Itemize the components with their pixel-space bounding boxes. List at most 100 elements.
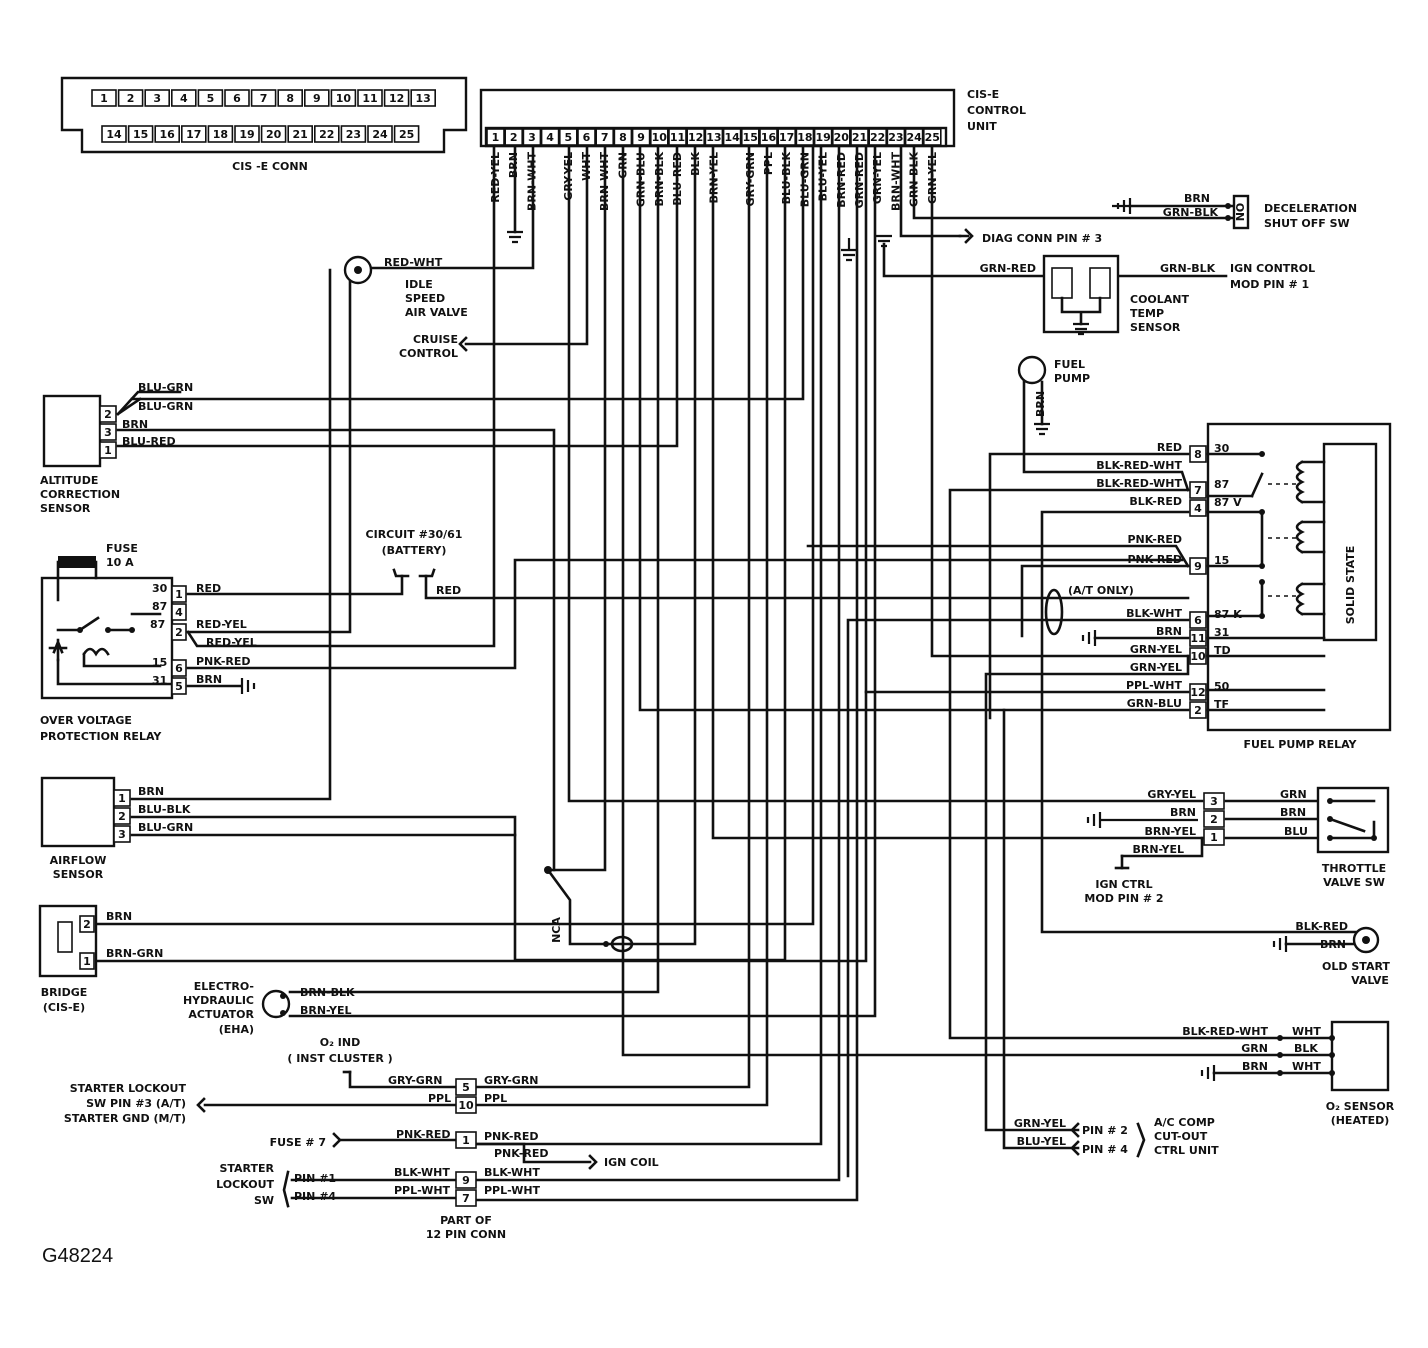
c12-pin-7-label: 7 xyxy=(462,1192,470,1205)
c12-left-1: GRY-GRN xyxy=(388,1074,443,1087)
wire-harness xyxy=(96,144,1358,1202)
cu-wire-label-1: RED-YEL xyxy=(489,152,502,203)
fpr-term-2: 87 xyxy=(1214,478,1229,491)
c12-right-2: PPL xyxy=(484,1092,507,1105)
cis-pin-8: 8 xyxy=(277,89,304,107)
cis-pin-24-label: 24 xyxy=(372,128,388,141)
circuit-wire: RED xyxy=(436,584,461,597)
coolant-ign-1: IGN CONTROL xyxy=(1230,262,1315,275)
cis-pin-5: 5 xyxy=(197,89,224,107)
coolant-label-3: SENSOR xyxy=(1130,321,1181,334)
cis-pin-15: 15 xyxy=(127,125,154,143)
bridge-wire-1: BRN xyxy=(106,910,132,923)
eha-wire-1: BRN-BLK xyxy=(300,986,355,999)
cu-wire-label-23: BRN-WHT xyxy=(889,152,902,211)
bridge-pin-2: 2 xyxy=(79,915,95,933)
idle-label-3: AIR VALVE xyxy=(405,306,468,319)
c12-pin-7: 7 xyxy=(455,1189,477,1207)
cis-pin-2-label: 2 xyxy=(127,92,135,105)
ground-icon xyxy=(841,238,857,262)
altitude-wire-2: BLU-GRN xyxy=(138,400,193,413)
cu-pin-18-label: 18 xyxy=(797,131,812,144)
starter-pin-1: STARTER LOCKOUT xyxy=(70,1082,187,1095)
starter-pin-3: STARTER GND (M/T) xyxy=(64,1112,186,1125)
c12-left-2: PPL xyxy=(428,1092,451,1105)
cis-pin-3-label: 3 xyxy=(153,92,161,105)
c12-pin-9: 9 xyxy=(455,1171,477,1189)
fpr-term-11: TF xyxy=(1214,698,1229,711)
altitude-pin-3: 1 xyxy=(104,444,112,457)
throttle-valve-switch: 321 GRY-YEL BRN BRN-YEL BRN-YEL GRN BRN … xyxy=(1084,786,1390,905)
lockout-label-3: SW xyxy=(254,1194,274,1207)
eha-label-1: ELECTRO- xyxy=(194,980,254,993)
cu-wire-label-21: GRN-RED xyxy=(853,152,866,208)
c12-right-5: BLK-WHT xyxy=(484,1166,540,1179)
throttle-left-4: BRN-YEL xyxy=(1133,843,1185,856)
airflow-wire-3: BLU-GRN xyxy=(138,821,193,834)
idle-label-2: SPEED xyxy=(405,292,445,305)
fpr-wire-0: RED xyxy=(1157,441,1182,454)
ac-pin-2: PIN # 2 xyxy=(1082,1124,1128,1137)
ovp-label-1: OVER VOLTAGE xyxy=(40,714,132,727)
fuel-pump: FUEL PUMP BRN xyxy=(1017,355,1090,436)
o2-right-1: WHT xyxy=(1292,1025,1321,1038)
eha-wire-2: BRN-YEL xyxy=(300,1004,352,1017)
cu-pin-1-label: 1 xyxy=(492,131,500,144)
cu-pin-13: 13 xyxy=(704,128,724,146)
deceleration-shutoff-switch: NO BRN GRN-BLK DECELERATION SHUT OFF SW xyxy=(1112,192,1357,230)
throttle-pin-3: 3 xyxy=(1203,792,1225,810)
ovp-label-2: PROTECTION RELAY xyxy=(40,730,162,743)
throttle-right-1: GRN xyxy=(1280,788,1307,801)
cu-pin-4-label: 4 xyxy=(546,131,554,144)
c12-left-3: PNK-RED xyxy=(396,1128,451,1141)
ovp-term-15: 15 xyxy=(152,656,167,669)
cu-pin-6-label: 6 xyxy=(583,131,591,144)
cu-pin-9: 9 xyxy=(631,128,651,146)
cu-pin-21: 21 xyxy=(850,128,869,146)
nca-splice: NCA xyxy=(544,866,634,953)
cis-pin-23-label: 23 xyxy=(346,128,361,141)
fpr-wire-9: GRN-YEL xyxy=(1130,661,1182,674)
fuse-7: FUSE # 7 xyxy=(270,1132,342,1149)
cu-pin-20-label: 20 xyxy=(834,131,850,144)
starter-lockout-pin: STARTER LOCKOUT SW PIN #3 (A/T) STARTER … xyxy=(64,1082,206,1125)
ovp-wire-pnk-red: PNK-RED xyxy=(196,655,251,668)
altitude-wire-4: BLU-RED xyxy=(122,435,176,448)
cis-pin-25-label: 25 xyxy=(399,128,414,141)
cis-pin-10-label: 10 xyxy=(336,92,352,105)
cis-pin-6-label: 6 xyxy=(233,92,241,105)
cold-start-wire-2: BRN xyxy=(1320,938,1346,951)
fpr-wire-6: BLK-WHT xyxy=(1126,607,1182,620)
cis-pin-14-label: 14 xyxy=(106,128,122,141)
cu-pin-17-label: 17 xyxy=(779,131,794,144)
cis-pin-6: 6 xyxy=(224,89,250,107)
ovp-term-31: 31 xyxy=(152,674,167,687)
airflow-pin-1: 1 xyxy=(113,789,131,807)
airflow-wire-2: BLU-BLK xyxy=(138,803,191,816)
ovp-pin-6: 6 xyxy=(171,659,187,677)
bridge-cis-e: 21 BRN BRN-GRN BRIDGE (CIS-E) xyxy=(38,904,163,1014)
altitude-wire-1: BLU-GRN xyxy=(138,381,193,394)
throttle-pin-1-label: 1 xyxy=(1210,831,1218,844)
airflow-pin-2: 2 xyxy=(113,807,131,825)
cu-pin-14-label: 14 xyxy=(724,131,740,144)
cu-pin-1: 1 xyxy=(486,128,505,146)
altitude-label-3: SENSOR xyxy=(40,502,91,515)
cis-pin-11-label: 11 xyxy=(362,92,377,105)
cu-pin-7: 7 xyxy=(595,128,615,146)
cis-pin-15-label: 15 xyxy=(133,128,148,141)
cis-pin-14: 14 xyxy=(101,125,127,143)
battery-circuit: CIRCUIT #30/61 (BATTERY) RED xyxy=(366,528,463,597)
fuse7-label: FUSE # 7 xyxy=(270,1136,326,1149)
c12-right-6: PPL-WHT xyxy=(484,1184,541,1197)
fpr-term-8: TD xyxy=(1214,644,1231,657)
o2-indicator: O₂ IND ( INST CLUSTER ) xyxy=(287,1036,393,1074)
eha-label-3: ACTUATOR xyxy=(188,1008,254,1021)
cis-pin-22: 22 xyxy=(313,125,340,143)
o2-left-3: BRN xyxy=(1242,1060,1268,1073)
c12-pin-5: 5 xyxy=(455,1078,477,1096)
airflow-pin-2-label: 2 xyxy=(118,810,126,823)
